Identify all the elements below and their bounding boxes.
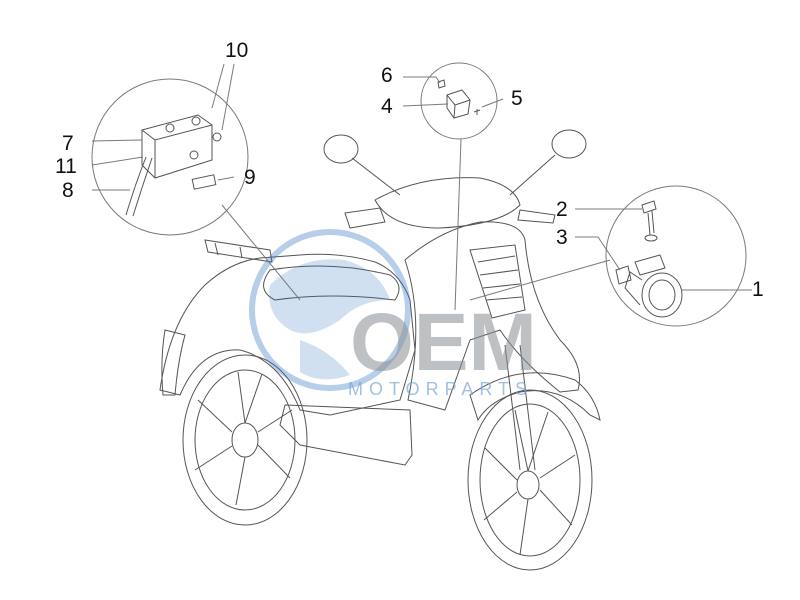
globe-icon	[249, 229, 411, 391]
rear-rack	[204, 239, 273, 263]
callout-1: 1	[752, 278, 764, 301]
callout-9: 9	[244, 166, 256, 189]
battery-vent-tube	[125, 156, 153, 217]
headlight-cover	[374, 177, 521, 229]
front-grille	[469, 244, 526, 319]
seat	[263, 265, 400, 301]
bolt-icon	[641, 200, 658, 242]
front-fork	[504, 344, 536, 471]
front-wheel	[467, 389, 593, 571]
callout-4: 4	[381, 95, 393, 118]
callout-8: 8	[62, 179, 74, 202]
mirrors	[323, 129, 587, 196]
floorboard	[279, 404, 413, 466]
scooter-illustration	[159, 129, 601, 571]
callout-3: 3	[556, 226, 568, 249]
rear-lower-body	[161, 329, 186, 396]
detail-circle-relay	[420, 62, 498, 140]
battery-icon	[141, 114, 222, 179]
callout-10: 10	[225, 39, 248, 62]
rear-wheel	[182, 354, 308, 526]
callout-11: 11	[55, 155, 77, 178]
clip-nut-icon	[615, 265, 632, 285]
rear-body	[159, 253, 416, 416]
callout-2: 2	[556, 198, 568, 221]
horn-icon	[624, 254, 683, 318]
callout-5: 5	[511, 87, 523, 110]
callout-labels: 10 7 11 8 9 6 4 5 2 3 1	[55, 39, 764, 301]
leader-lines	[91, 63, 752, 311]
handlebars	[344, 207, 556, 229]
front-body	[404, 221, 580, 411]
watermark-subtitle: MOTORPARTS	[348, 379, 533, 399]
detail-circle-horn	[605, 185, 747, 327]
relay-icon	[437, 79, 481, 119]
battery-pad	[191, 174, 217, 190]
callout-7: 7	[62, 132, 74, 155]
watermark: OEM MOTORPARTS	[249, 229, 537, 399]
detail-circle-battery	[91, 78, 249, 236]
watermark-brand: OEM	[350, 297, 537, 388]
front-fender	[469, 372, 601, 422]
callout-6: 6	[381, 64, 393, 87]
